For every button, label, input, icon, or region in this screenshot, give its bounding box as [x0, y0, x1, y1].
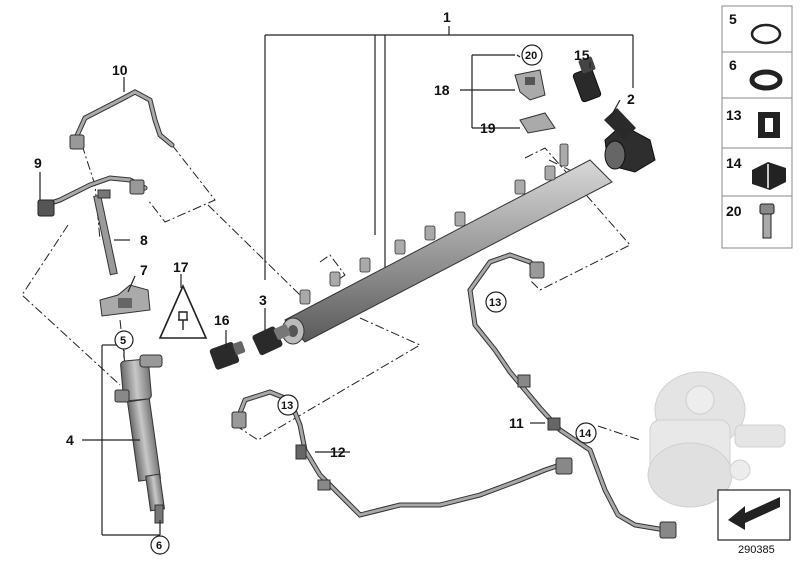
svg-text:6: 6 [729, 57, 737, 73]
callout-13a-circle: 13 [485, 291, 507, 313]
bracket-18 [514, 69, 546, 101]
svg-text:20: 20 [726, 203, 742, 219]
callout-20-circle: 20 [521, 44, 543, 66]
svg-text:14: 14 [579, 428, 592, 440]
damper-block-icon [752, 162, 786, 190]
svg-text:20: 20 [525, 50, 537, 62]
callout-labels: 1 2 3 4 7 8 9 10 11 12 15 16 17 18 19 [34, 9, 635, 460]
callout-2: 2 [627, 91, 635, 107]
callout-16: 16 [214, 312, 230, 328]
legend-item-6[interactable]: 6 [729, 57, 783, 91]
hex-bolt-icon [759, 203, 775, 239]
bracket-19 [519, 112, 556, 134]
injector-line-10 [69, 89, 175, 150]
callout-4: 4 [66, 432, 74, 448]
callout-leaders [39, 62, 621, 536]
callout-7: 7 [140, 262, 148, 278]
callout-10: 10 [112, 62, 128, 78]
svg-text:13: 13 [489, 297, 501, 309]
fuel-line-11 [467, 252, 677, 539]
svg-text:5: 5 [120, 335, 126, 347]
navigate-back-button[interactable] [717, 489, 791, 541]
rail-connector-3 [252, 324, 291, 356]
callout-1: 1 [443, 9, 451, 25]
legend-item-13[interactable]: 13 [726, 107, 780, 138]
rubber-grommet-icon [758, 112, 780, 138]
injector [114, 354, 166, 524]
legend-item-20[interactable]: 20 [726, 203, 775, 239]
arrow-back-icon [728, 497, 780, 530]
legend-item-14[interactable]: 14 [726, 155, 786, 190]
svg-text:6: 6 [156, 540, 162, 552]
svg-text:5: 5 [729, 11, 737, 27]
callout-14-circle: 14 [575, 422, 597, 444]
callout-15: 15 [574, 47, 590, 63]
common-rail [281, 143, 613, 345]
svg-text:13: 13 [726, 107, 742, 123]
fuel-line-12 [231, 389, 573, 518]
callout-8: 8 [140, 232, 148, 248]
callout-19: 19 [480, 120, 496, 136]
callout-5-circle: 5 [114, 330, 134, 350]
callout-12: 12 [330, 444, 346, 460]
callout-11: 11 [509, 415, 524, 431]
parts-legend: 5 6 13 14 20 [721, 5, 793, 249]
sensor-plug-15 [572, 56, 602, 103]
warning-triangle-icon [158, 284, 208, 339]
callout-18-19-leaders [460, 54, 521, 129]
o-ring-thick-icon [749, 69, 783, 91]
callout-6-circle: 6 [150, 535, 170, 555]
callout-1-leaders [264, 26, 634, 280]
callout-9: 9 [34, 155, 42, 171]
clamp-7 [99, 284, 151, 317]
high-pressure-pump [647, 371, 786, 508]
svg-text:14: 14 [726, 155, 742, 171]
pressure-regulator [604, 108, 656, 173]
callout-3: 3 [259, 292, 267, 308]
injector-line-9 [37, 175, 148, 217]
diagram-number: 290385 [738, 544, 775, 556]
callout-17: 17 [173, 259, 189, 275]
legend-item-5[interactable]: 5 [729, 11, 782, 45]
callout-18: 18 [434, 82, 450, 98]
o-ring-thin-icon [750, 23, 782, 45]
callout-13b-circle: 13 [277, 394, 299, 416]
circled-callouts: 5 6 13 13 14 20 [114, 44, 597, 555]
bolt-8 [93, 189, 118, 276]
svg-text:13: 13 [281, 400, 293, 412]
plug-16 [209, 341, 246, 370]
